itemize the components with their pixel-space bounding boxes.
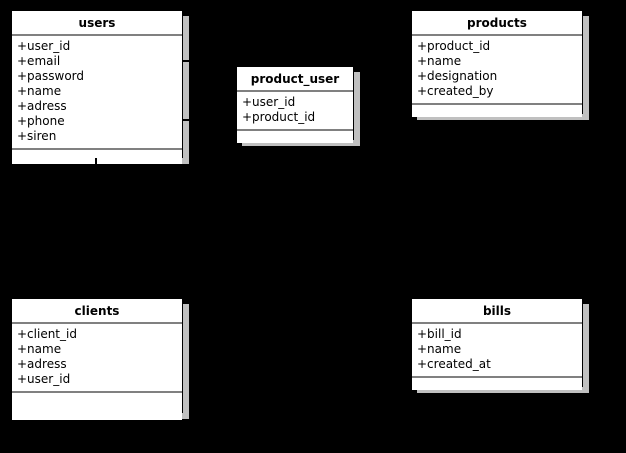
class-title-products: products <box>412 11 582 36</box>
class-attribute: +password <box>17 69 85 83</box>
class-attribute: +bill_id <box>417 327 462 341</box>
class-attribute: +name <box>417 342 462 356</box>
class-attribute: +user_id <box>17 372 71 386</box>
class-attribute: +client_id <box>17 327 77 341</box>
class-attribute: +user_id <box>242 95 296 109</box>
class-attribute: +product_id <box>417 39 491 53</box>
connector-users-to-products <box>183 119 195 121</box>
class-methods-users <box>12 150 182 164</box>
class-box-users[interactable]: users+user_id+email+password+name+adress… <box>11 10 183 164</box>
class-attribute: +user_id <box>17 39 71 53</box>
class-methods-clients <box>12 393 182 420</box>
class-title-users: users <box>12 11 182 36</box>
class-attribute: +siren <box>17 129 57 143</box>
class-attribute: +phone <box>17 114 65 128</box>
class-attributes-bills: +bill_id+name+created_at <box>412 324 582 378</box>
class-attribute: +product_id <box>242 110 316 124</box>
class-box-products[interactable]: products+product_id+name+designation+cre… <box>411 10 583 117</box>
class-title-bills: bills <box>412 299 582 324</box>
class-attribute: +adress <box>17 99 67 113</box>
class-title-product_user: product_user <box>237 67 353 92</box>
class-box-bills[interactable]: bills+bill_id+name+created_at <box>411 298 583 390</box>
class-methods-bills <box>412 378 582 390</box>
class-title-clients: clients <box>12 299 182 324</box>
class-attributes-clients: +client_id+name+adress+user_id <box>12 324 182 393</box>
class-attribute: +created_by <box>417 84 494 98</box>
class-attributes-users: +user_id+email+password+name+adress+phon… <box>12 36 182 150</box>
class-attributes-products: +product_id+name+designation+created_by <box>412 36 582 105</box>
connector-users-to-clients <box>95 158 97 298</box>
class-attribute: +created_at <box>417 357 491 371</box>
class-box-clients[interactable]: clients+client_id+name+adress+user_id <box>11 298 183 420</box>
class-attribute: +designation <box>417 69 498 83</box>
class-attribute: +name <box>417 54 462 68</box>
class-attribute: +email <box>17 54 61 68</box>
class-methods-product_user <box>237 131 353 143</box>
connector-users-to-product_user <box>183 60 195 62</box>
class-attribute: +adress <box>17 357 67 371</box>
class-attribute: +name <box>17 342 62 356</box>
class-box-product_user[interactable]: product_user+user_id+product_id <box>236 66 354 143</box>
class-attribute: +name <box>17 84 62 98</box>
class-attributes-product_user: +user_id+product_id <box>237 92 353 131</box>
class-methods-products <box>412 105 582 117</box>
